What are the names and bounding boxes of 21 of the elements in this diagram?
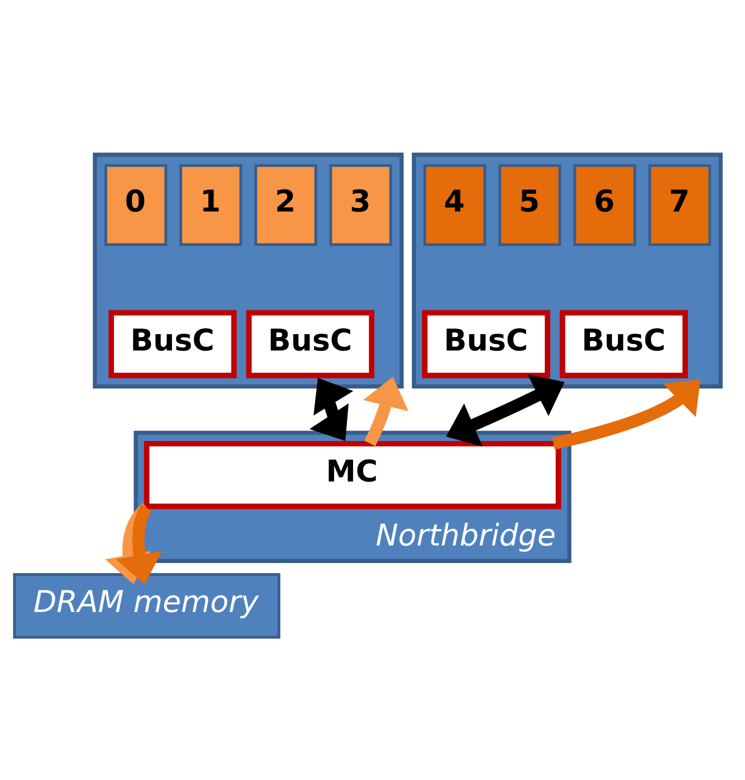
arrow [362,376,408,446]
node-box: 2 [254,164,317,246]
arrow [446,374,564,446]
arrow [552,378,700,450]
arrow [116,504,162,584]
node-box: 7 [648,164,711,246]
node-box: MC [143,440,561,509]
arrow [309,377,353,441]
node-box: BusC [246,310,374,378]
cluster [92,152,404,388]
node-box: 5 [498,164,561,246]
node-box: DRAM memory [12,572,280,638]
node-box: 6 [572,164,636,246]
cluster [411,152,722,388]
node-box: BusC [108,310,236,378]
node-box: BusC [422,310,550,378]
node-box: 1 [178,164,242,246]
node-box: 0 [104,164,167,246]
node-box: 3 [328,164,392,246]
node-box: BusC [559,310,688,378]
node-box: 4 [422,164,486,246]
